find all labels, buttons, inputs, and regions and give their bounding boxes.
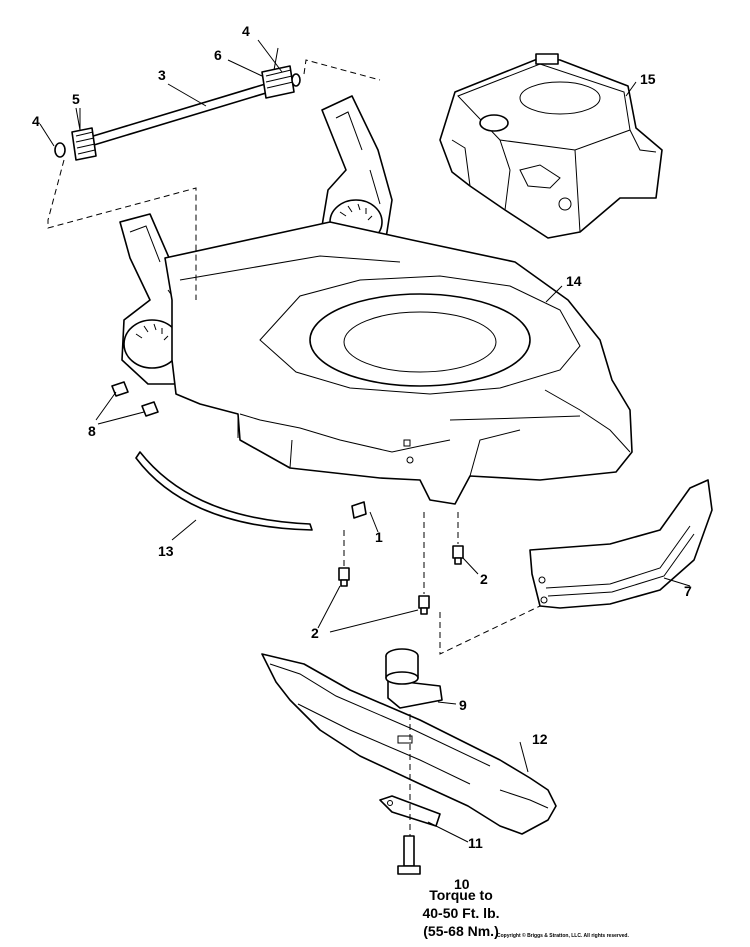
callout-14: 14 <box>566 273 582 289</box>
callout-2-left: 2 <box>311 625 319 641</box>
rear-axle-assembly <box>54 47 301 161</box>
engine <box>439 53 663 239</box>
callout-5: 5 <box>72 91 80 107</box>
callout-8: 8 <box>88 423 96 439</box>
blade-adapter <box>385 648 443 709</box>
callout-1: 1 <box>375 529 383 545</box>
callout-6: 6 <box>214 47 222 63</box>
blade-stiffener <box>379 795 441 827</box>
torque-line-2: 40-50 Ft. lb. <box>422 905 500 921</box>
callout-4-right: 4 <box>242 23 250 39</box>
callout-11: 11 <box>468 835 483 851</box>
assembly-lines <box>47 59 541 836</box>
callout-4-left: 4 <box>32 113 40 129</box>
mower-deck <box>164 221 633 505</box>
callout-12: 12 <box>532 731 548 747</box>
rear-flap <box>135 451 313 531</box>
callout-7: 7 <box>684 583 692 599</box>
callout-labels: 1 2 2 3 4 4 5 6 7 8 9 10 11 12 13 14 15 <box>32 23 692 892</box>
torque-line-1: Torque to <box>429 887 493 903</box>
mower-blade <box>261 653 557 835</box>
torque-note: Torque to 40-50 Ft. lb. (55-68 Nm.) <box>405 886 517 940</box>
callout-15: 15 <box>640 71 656 87</box>
blade-bolt <box>397 835 421 875</box>
callout-10: 10 <box>454 876 470 892</box>
torque-line-3: (55-68 Nm.) <box>423 923 499 939</box>
bolts <box>111 381 464 615</box>
leader-lines <box>39 39 691 843</box>
callout-13: 13 <box>158 543 174 559</box>
callout-3: 3 <box>158 67 166 83</box>
copyright-notice: Copyright © Briggs & Stratton, LLC. All … <box>497 933 629 939</box>
callout-2-right: 2 <box>480 571 488 587</box>
callout-9: 9 <box>459 697 467 713</box>
